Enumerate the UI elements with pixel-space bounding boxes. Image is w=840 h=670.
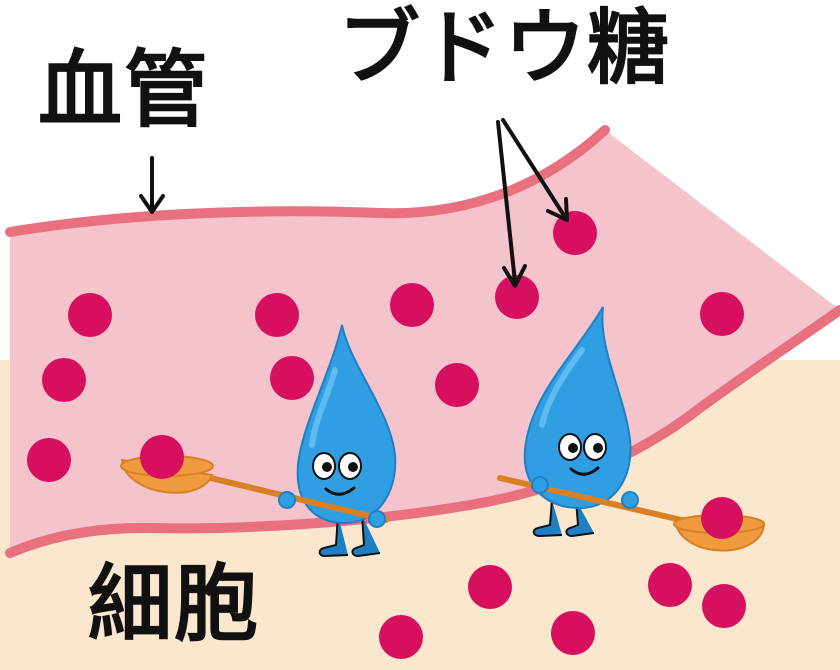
character-mouth — [569, 466, 600, 476]
glucose-dot — [27, 438, 71, 482]
droplet-shine — [539, 347, 585, 428]
glucose-dot — [390, 283, 434, 327]
glucose-dot — [702, 584, 746, 628]
droplet-shine — [309, 367, 338, 448]
glucose-dot — [140, 435, 184, 479]
character-pupil — [322, 462, 332, 472]
character-hand — [621, 491, 639, 509]
glucose-dot — [648, 563, 692, 607]
character-hand — [278, 491, 296, 509]
character-leg — [318, 514, 349, 558]
droplet-character-2 — [497, 306, 766, 552]
vessel-wall-top — [5, 125, 610, 237]
glucose-dot — [379, 615, 423, 659]
vessel-glucose-group — [27, 211, 744, 482]
vessel-label: 血管 — [38, 41, 211, 139]
glucose-arrow-left — [496, 120, 527, 288]
glucose-dot — [468, 565, 512, 609]
cell-glucose-group — [379, 563, 746, 659]
vessel-wall-bottom — [5, 305, 840, 558]
glucose-dot — [42, 358, 86, 402]
droplet-character-1 — [120, 324, 397, 558]
glucose-label: ブドウ糖 — [338, 1, 671, 96]
glucose-dot — [553, 211, 597, 255]
glucose-dot — [68, 293, 112, 337]
character-hand — [531, 476, 549, 494]
glucose-dot — [701, 497, 743, 539]
character-leg — [532, 499, 563, 538]
character-pupil — [568, 443, 578, 453]
character-hand — [368, 510, 386, 528]
character-leg — [565, 499, 595, 538]
character-pupil — [593, 443, 603, 453]
character-mouth — [324, 486, 356, 496]
vessel-arrow — [139, 156, 165, 214]
glucose-dot — [435, 363, 479, 407]
droplet-body — [523, 306, 632, 510]
glucose-dot — [255, 293, 299, 337]
character-pupil — [348, 462, 358, 472]
glucose-arrow-right — [501, 118, 569, 222]
glucose-dot — [495, 275, 539, 319]
cell-label: 細胞 — [88, 555, 261, 653]
character-leg — [351, 514, 381, 558]
glucose-dot — [700, 292, 744, 336]
glucose-dot — [270, 356, 314, 400]
glucose-dot — [551, 611, 595, 655]
